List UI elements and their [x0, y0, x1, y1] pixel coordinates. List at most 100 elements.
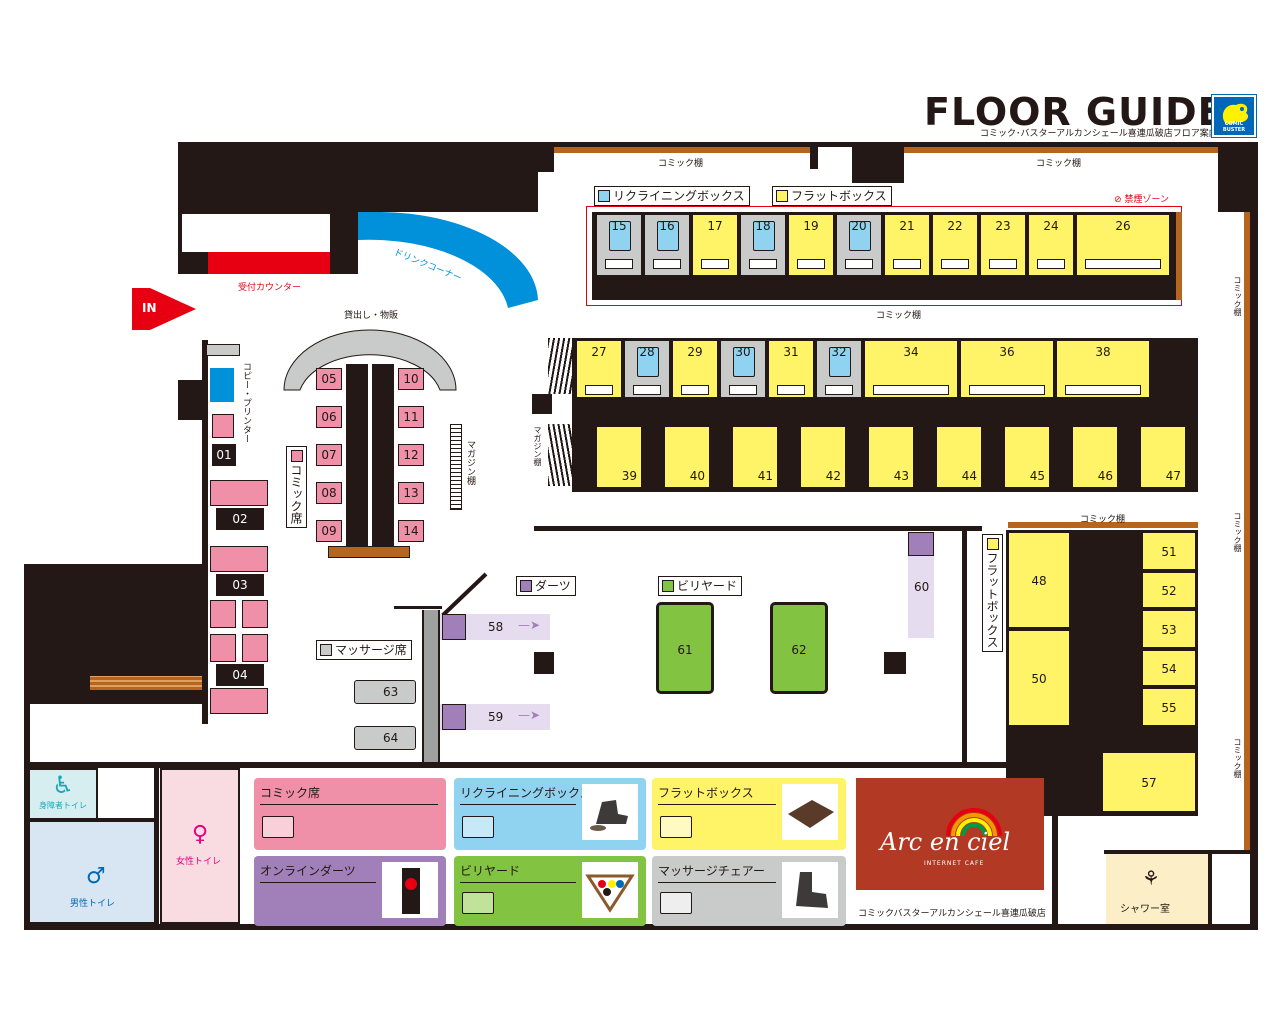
booth-50[interactable]: 50 [1008, 630, 1070, 726]
copier-icon[interactable] [210, 368, 234, 402]
magazine-shelf-center [450, 424, 462, 510]
pc-desk-icon [1065, 385, 1141, 395]
booth-47[interactable]: 47 [1140, 426, 1186, 488]
wall-right [1250, 142, 1258, 930]
booth-32[interactable]: 32 [816, 340, 862, 398]
comic-seat-11[interactable]: 11 [398, 406, 424, 428]
billiard-table-62[interactable]: 62 [770, 602, 828, 694]
comic-seat-05[interactable]: 05 [316, 368, 342, 390]
comic-seat-14[interactable]: 14 [398, 520, 424, 542]
arc-en-ciel-brand: Arc en ciel INTERNET CAFE [856, 778, 1044, 890]
comic-shelf-bottom-right-label: コミック棚 [1080, 515, 1126, 525]
comic-seat-zone-label: コミック席 [286, 446, 307, 528]
comic-seat-12[interactable]: 12 [398, 444, 424, 466]
dart-machine-59 [442, 704, 466, 730]
legend-recliner: リクライニングボックス [454, 778, 646, 850]
booth-52[interactable]: 52 [1142, 572, 1196, 608]
comic-seat-06[interactable]: 06 [316, 406, 342, 428]
seat-pair-a[interactable] [210, 600, 236, 628]
booth-19[interactable]: 19 [788, 214, 834, 276]
entrance-arrow[interactable]: IN [132, 288, 196, 330]
booth-30-number: 30 [735, 345, 751, 359]
massage-chair-63[interactable]: 63 [354, 680, 416, 704]
seat-01-box[interactable] [212, 414, 234, 438]
drink-corner [358, 212, 538, 308]
booth-34[interactable]: 34 [864, 340, 958, 398]
booth-41-number: 41 [757, 469, 773, 483]
mens-toilet[interactable]: ♂ 男性トイレ [28, 820, 156, 924]
accessible-toilet[interactable]: ♿ 身障者トイレ [28, 768, 98, 820]
booth-48[interactable]: 48 [1008, 532, 1070, 628]
wall-block-topleft [178, 142, 358, 214]
comic-seat-13[interactable]: 13 [398, 482, 424, 504]
wall-shower-div [1208, 850, 1212, 924]
booth-36-number: 36 [999, 345, 1015, 359]
booth-46[interactable]: 46 [1072, 426, 1118, 488]
seat-pair-c[interactable] [210, 634, 236, 662]
booth-20-number: 20 [851, 219, 867, 233]
booth-38[interactable]: 38 [1056, 340, 1150, 398]
dart-machine-60 [908, 532, 934, 556]
booth-29[interactable]: 29 [672, 340, 718, 398]
booth-31[interactable]: 31 [768, 340, 814, 398]
pc-desk-icon [681, 385, 709, 395]
booth-26[interactable]: 26 [1076, 214, 1170, 276]
booth-54[interactable]: 54 [1142, 650, 1196, 686]
booth-22[interactable]: 22 [932, 214, 978, 276]
booth-53-number: 53 [1161, 623, 1177, 637]
booth-45[interactable]: 45 [1004, 426, 1050, 488]
booth-42[interactable]: 42 [800, 426, 846, 488]
comic-seat-07[interactable]: 07 [316, 444, 342, 466]
booth-44[interactable]: 44 [936, 426, 982, 488]
booth-27[interactable]: 27 [576, 340, 622, 398]
womens-toilet[interactable]: ♀ 女性トイレ [160, 768, 240, 924]
booth-23-number: 23 [995, 219, 1011, 233]
booth-23[interactable]: 23 [980, 214, 1026, 276]
booth-51[interactable]: 51 [1142, 532, 1196, 570]
seat-01-label: 01 [212, 444, 236, 466]
seat-02-box[interactable] [210, 480, 268, 506]
booth-48-number: 48 [1031, 574, 1047, 588]
booth-43[interactable]: 43 [868, 426, 914, 488]
booth-30[interactable]: 30 [720, 340, 766, 398]
booth-57[interactable]: 57 [1102, 752, 1196, 812]
seat-pair-b[interactable] [242, 600, 268, 628]
comic-shelf-top [554, 147, 810, 153]
seat-pair-d[interactable] [242, 634, 268, 662]
seat-03-box[interactable] [210, 546, 268, 572]
rainbow-icon [946, 808, 1002, 837]
booth-55[interactable]: 55 [1142, 688, 1196, 726]
dart-machine-icon [382, 862, 438, 918]
massage-chair-64[interactable]: 64 [354, 726, 416, 750]
comic-shelf-right-label-1: コミック棚 [1233, 276, 1242, 316]
seat-04-box[interactable] [210, 688, 268, 714]
booth-40[interactable]: 40 [664, 426, 710, 488]
booth-15[interactable]: 15 [596, 214, 642, 276]
comic-seat-09[interactable]: 09 [316, 520, 342, 542]
booth-22-number: 22 [947, 219, 963, 233]
booth-39[interactable]: 39 [596, 426, 642, 488]
comic-seat-09-number: 09 [321, 524, 337, 538]
booth-16[interactable]: 16 [644, 214, 690, 276]
booth-20[interactable]: 20 [836, 214, 882, 276]
shower-room[interactable]: ⚘ シャワー室 [1106, 854, 1208, 924]
flat-zone-label: フラットボックス [772, 186, 892, 206]
booth-18[interactable]: 18 [740, 214, 786, 276]
booth-36[interactable]: 36 [960, 340, 1054, 398]
wall-corner [538, 142, 554, 172]
booth-17[interactable]: 17 [692, 214, 738, 276]
booth-21[interactable]: 21 [884, 214, 930, 276]
flat-zone-label-vertical: フラットボックス [982, 534, 1003, 652]
booth-28[interactable]: 28 [624, 340, 670, 398]
booth-53[interactable]: 53 [1142, 610, 1196, 648]
booth-24[interactable]: 24 [1028, 214, 1074, 276]
dart-arrow-59-icon: —➤ [518, 708, 541, 722]
comic-shelf-top-right-label: コミック棚 [1036, 159, 1082, 169]
booth-41[interactable]: 41 [732, 426, 778, 488]
shower-label: シャワー室 [1120, 904, 1170, 915]
comic-seat-10[interactable]: 10 [398, 368, 424, 390]
brand-caption: コミックバスターアルカンシェール喜連瓜破店 [858, 909, 1046, 919]
billiard-table-61[interactable]: 61 [656, 602, 714, 694]
comic-seat-08[interactable]: 08 [316, 482, 342, 504]
darts-wall [422, 610, 440, 762]
